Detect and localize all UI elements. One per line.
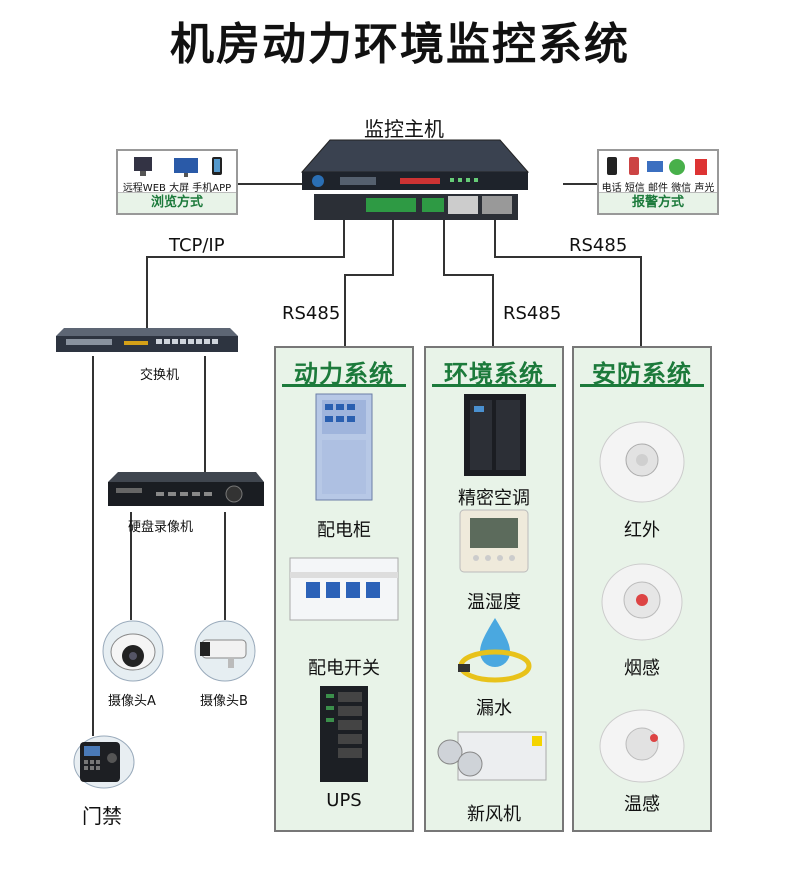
- access-control-icon: [73, 735, 135, 789]
- heat-detector-icon: [599, 709, 685, 783]
- alarm-item-email: 邮件: [648, 183, 668, 194]
- diagram-title: 机房动力环境监控系统: [170, 19, 630, 70]
- smoke-label: 烟感: [624, 658, 660, 679]
- camera-a-label: 摄像头A: [108, 694, 156, 709]
- bullet-camera-icon: [194, 620, 256, 682]
- ups-label: UPS: [326, 790, 362, 811]
- alarm-icons: [607, 157, 707, 175]
- environment-system-title: 环境系统: [444, 360, 544, 388]
- door-access-label: 门禁: [82, 804, 122, 828]
- alarm-item-sound-light: 声光: [694, 183, 715, 194]
- devices-icon: [134, 157, 222, 177]
- infrared-sensor-icon: [599, 421, 685, 503]
- distribution-cabinet-label: 配电柜: [317, 520, 371, 541]
- alarm-methods-title: 报警方式: [599, 192, 717, 213]
- browse-item-app: 手机APP: [192, 183, 232, 194]
- temp-humidity-label: 温湿度: [467, 592, 521, 613]
- smoke-detector-icon: [601, 563, 683, 641]
- dome-camera-icon: [102, 620, 164, 682]
- browse-item-web: 远程WEB: [122, 183, 166, 194]
- browse-methods-title: 浏览方式: [118, 192, 236, 213]
- nvr-icon: [108, 472, 264, 506]
- host-label: 监控主机: [364, 117, 444, 141]
- rs485-right-label: RS485: [569, 235, 628, 256]
- alarm-methods-panel: 电话 短信 邮件 微信 声光 报警方式: [597, 149, 719, 215]
- security-system-box: 安防系统 红外 烟感 温感: [572, 346, 712, 832]
- precision-ac-icon: [464, 394, 526, 476]
- fresh-air-unit-icon: [437, 731, 547, 781]
- browse-methods-panel: 远程WEB 大屏 手机APP 浏览方式: [116, 149, 238, 215]
- alarm-item-wechat: 微信: [671, 183, 692, 194]
- tcpip-label: TCP/IP: [169, 235, 225, 256]
- power-system-box: 动力系统 配电柜 配电开关 UPS: [274, 346, 414, 832]
- distribution-switch-icon: [289, 557, 399, 621]
- water-leak-label: 漏水: [476, 698, 512, 719]
- precision-ac-label: 精密空调: [458, 488, 530, 509]
- nvr-label: 硬盘录像机: [128, 520, 194, 535]
- rs485-left-label: RS485: [282, 303, 341, 324]
- alarm-item-sms: 短信: [624, 183, 645, 194]
- network-switch-icon: [56, 328, 238, 352]
- fresh-air-label: 新风机: [467, 804, 521, 825]
- browse-item-screen: 大屏: [169, 183, 190, 194]
- security-system-title: 安防系统: [592, 360, 692, 388]
- temp-humidity-sensor-icon: [459, 509, 529, 573]
- camera-b-label: 摄像头B: [200, 694, 248, 709]
- alarm-item-phone: 电话: [601, 183, 622, 194]
- power-system-title: 动力系统: [294, 360, 394, 388]
- infrared-label: 红外: [624, 520, 660, 541]
- distribution-cabinet-icon: [315, 393, 373, 501]
- environment-system-box: 环境系统 精密空调 温湿度 漏水 新风机: [424, 346, 564, 832]
- rs485-mid-label: RS485: [503, 303, 562, 324]
- heat-label: 温感: [624, 794, 660, 815]
- distribution-switch-label: 配电开关: [308, 658, 380, 679]
- water-leak-sensor-icon: [458, 618, 532, 683]
- ups-icon: [320, 686, 368, 782]
- switch-label: 交换机: [140, 368, 180, 383]
